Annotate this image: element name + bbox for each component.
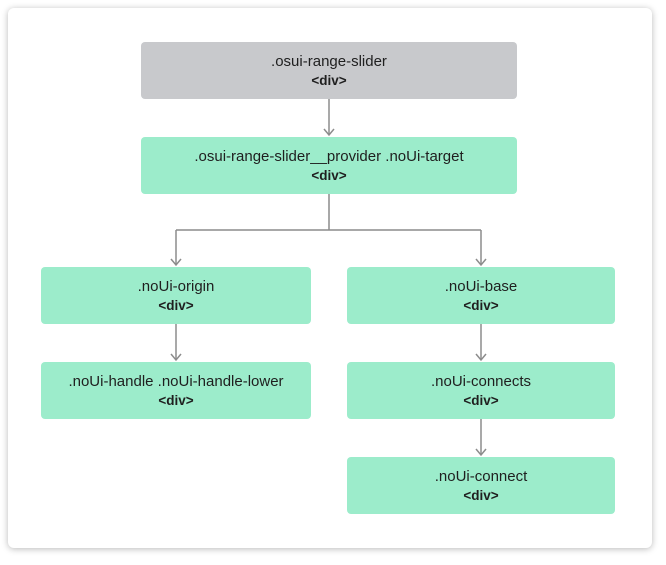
node-class-label: .noUi-connects xyxy=(430,372,532,390)
node-noui-base: .noUi-base <div> xyxy=(347,267,615,324)
node-tag-label: <div> xyxy=(158,297,194,313)
node-class-label: .noUi-base xyxy=(444,277,518,295)
arrow-head-icon xyxy=(323,128,335,137)
connector-provider-split xyxy=(176,194,481,231)
arrow-head-icon xyxy=(475,448,487,457)
node-class-label: .noUi-handle .noUi-handle-lower xyxy=(68,372,284,390)
node-noui-origin: .noUi-origin <div> xyxy=(41,267,311,324)
node-noui-handle: .noUi-handle .noUi-handle-lower <div> xyxy=(41,362,311,419)
node-tag-label: <div> xyxy=(463,297,499,313)
node-noui-connects: .noUi-connects <div> xyxy=(347,362,615,419)
arrow-head-icon xyxy=(475,353,487,362)
node-tag-label: <div> xyxy=(311,167,347,183)
node-tag-label: <div> xyxy=(463,487,499,503)
node-noui-connect: .noUi-connect <div> xyxy=(347,457,615,514)
arrow-head-icon xyxy=(170,353,182,362)
node-class-label: .noUi-connect xyxy=(434,467,528,485)
node-class-label: .osui-range-slider__provider .noUi-targe… xyxy=(194,147,464,165)
node-osui-range-slider: .osui-range-slider <div> xyxy=(141,42,517,99)
node-tag-label: <div> xyxy=(311,72,347,88)
node-class-label: .osui-range-slider xyxy=(271,52,387,70)
node-class-label: .noUi-origin xyxy=(137,277,215,295)
arrow-head-icon xyxy=(170,258,182,267)
node-tag-label: <div> xyxy=(463,392,499,408)
node-provider-target: .osui-range-slider__provider .noUi-targe… xyxy=(141,137,517,194)
arrow-head-icon xyxy=(475,258,487,267)
node-tag-label: <div> xyxy=(158,392,194,408)
